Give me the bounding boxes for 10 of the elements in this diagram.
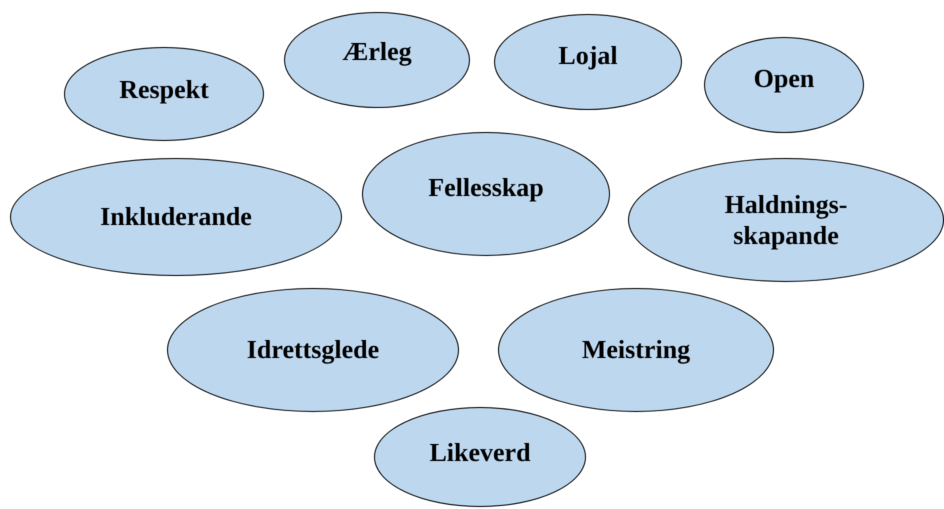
- node-label: Respekt: [119, 74, 209, 106]
- node-label: Fellesskap: [428, 172, 544, 204]
- node-label: Open: [754, 63, 814, 95]
- node-label: Likeverd: [429, 437, 531, 469]
- node-label: Ærleg: [342, 36, 412, 68]
- node-label: Inkluderande: [100, 201, 252, 233]
- node-label: Lojal: [558, 40, 618, 72]
- node-label: Idrettsglede: [246, 334, 380, 366]
- node-label: Meistring: [582, 334, 690, 366]
- node-label: Haldnings- skapande: [724, 188, 848, 252]
